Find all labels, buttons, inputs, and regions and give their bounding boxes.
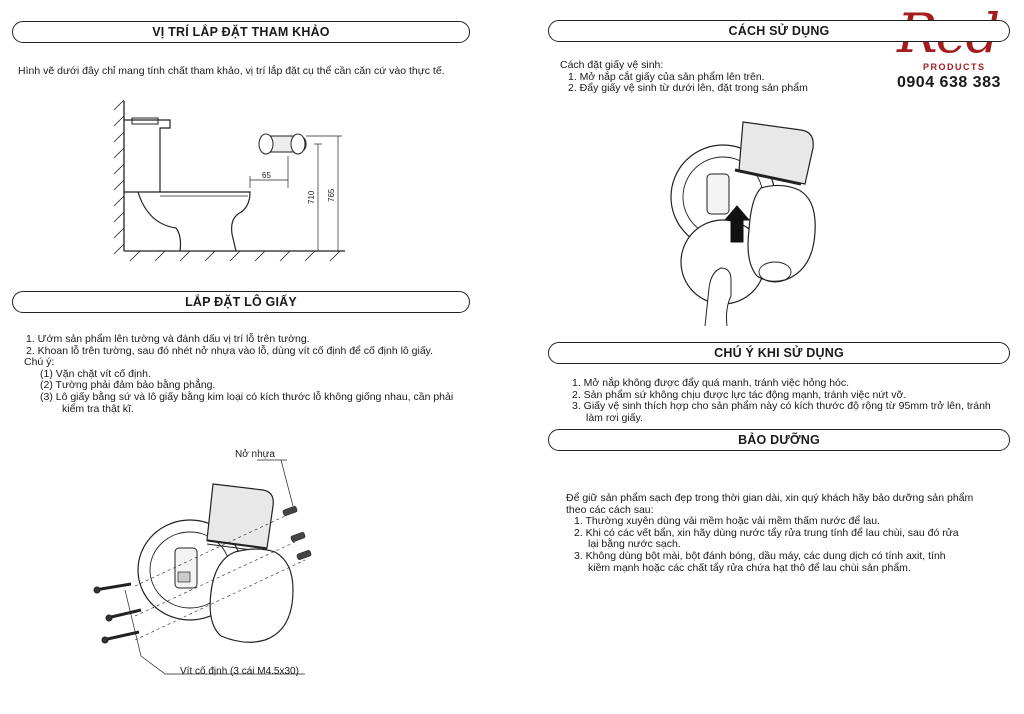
brand-phone: 0904 638 383 [897,74,1001,91]
dimension-765-label: 765 [327,188,336,202]
maintenance-item-3-cont: kiềm mạnh hoặc các chất tẩy rửa chứa hạt… [588,561,911,574]
maintenance-intro-2: theo các cách sau: [566,503,654,516]
dimension-65-label: 65 [262,171,271,180]
usage-note-3: 3. Giấy vệ sinh thích hợp cho sản phẩm n… [572,400,991,413]
install-position-intro: Hình vẽ dưới đây chỉ mang tính chất tham… [18,65,445,77]
usage-intro: Cách đặt giấy vệ sinh: [560,59,664,71]
install-steps: 1. Ướm sản phẩm lên tường và đánh dấu vị… [24,333,454,415]
install-step-2: 2. Khoan lỗ trên tường, sau đó nhét nở n… [26,344,434,357]
usage-note-1: 1. Mở nắp không được đẩy quá mạnh, tránh… [572,377,850,389]
label-fixing-screws: Vít cố định (3 cái M4.5x30) [180,666,299,677]
install-note-3-cont: kiểm tra thật kĩ. [62,402,134,415]
install-note-3: (3) Lô giấy bằng sứ và lô giấy bằng kim … [40,390,454,403]
section-title-install-holder: LẮP ĐẶT LÔ GIẤY [12,291,470,313]
dimension-710-label: 710 [307,190,316,204]
install-step-1: 1. Ướm sản phẩm lên tường và đánh dấu vị… [26,333,310,345]
install-note-1: (1) Vặn chặt vít cố định. [40,367,151,380]
maintenance-item-2-cont: lại bằng nước sạch. [588,538,681,551]
section-title-usage-notes: CHÚ Ý KHI SỬ DỤNG [548,342,1010,364]
usage-notes-list: 1. Mở nắp không được đẩy quá mạnh, tránh… [572,377,991,424]
section-title-maintenance: BẢO DƯỠNG [548,429,1010,451]
brand-subtitle: PRODUCTS [923,62,986,72]
usage-step-2: 2. Đẩy giấy vệ sinh từ dưới lên, đặt tro… [568,82,808,95]
maintenance-item-2: 2. Khi có các vết bẩn, xin hãy dùng nước… [574,526,959,539]
maintenance-item-3: 3. Không dùng bột mài, bột đánh bóng, dầ… [574,549,946,562]
usage-block: Cách đặt giấy vệ sinh: 1. Mở nắp cắt giấ… [560,59,808,95]
section-title-usage: CÁCH SỬ DỤNG [548,20,1010,42]
usage-note-3-cont: làm rơi giấy. [586,411,643,424]
install-note-label: Chú ý: [24,356,55,369]
brand-logo: Red PRODUCTS 0904 638 383 [893,4,1015,94]
holder-install-diagram [93,459,312,675]
label-plastic-anchor: Nở nhựa [235,449,275,460]
maintenance-item-1: 1. Thường xuyên dùng vải mềm hoặc vải mề… [574,515,881,528]
usage-step-1: 1. Mở nắp cắt giấy của sản phẩm lên trên… [568,70,765,83]
maintenance-intro-1: Để giữ sản phẩm sạch đẹp trong thời gian… [566,492,974,504]
install-note-2: (2) Tường phải đảm bảo bằng phẳng. [40,379,216,392]
maintenance-block: Để giữ sản phẩm sạch đẹp trong thời gian… [566,492,974,574]
section-title-install-position: VỊ TRÍ LẮP ĐẶT THAM KHẢO [12,21,470,43]
usage-note-2: 2. Sản phẩm sứ không chịu được lực tác đ… [572,388,907,401]
holder-usage-diagram [670,121,816,327]
toilet-position-diagram: 65 710 765 [113,99,345,262]
